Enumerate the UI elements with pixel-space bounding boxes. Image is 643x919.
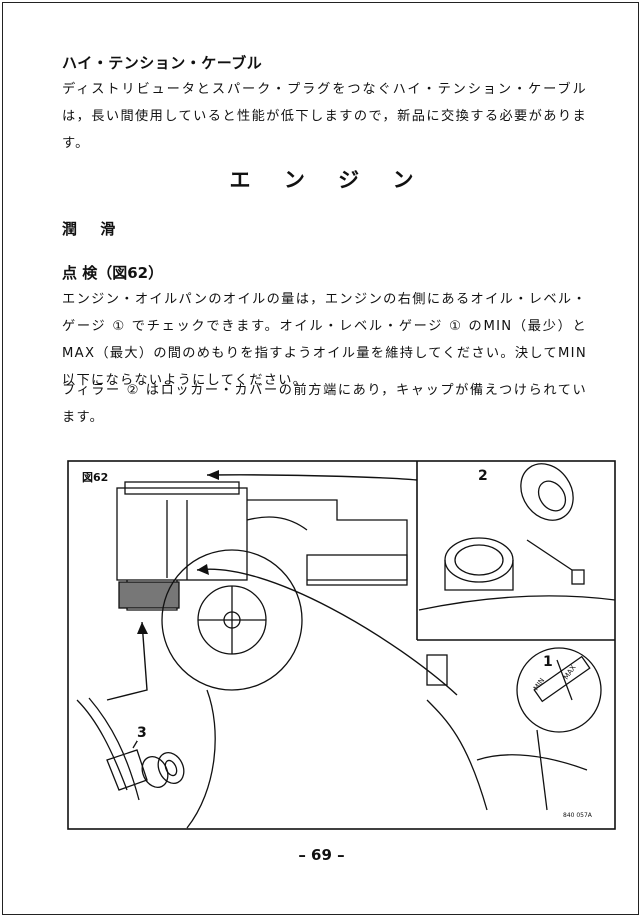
dipstick-min-text: MIN xyxy=(532,677,546,693)
callout-dipstick: 1 xyxy=(543,654,553,670)
figure-code: 840 057A xyxy=(563,812,592,819)
section-heading: ハイ・テンション・ケーブル xyxy=(62,54,263,72)
callout-filler: 2 xyxy=(478,468,488,484)
dipstick-illustration xyxy=(426,647,602,811)
filler-cap-illustration xyxy=(418,463,616,611)
pointer-lines xyxy=(106,474,458,701)
arrow-head-mid xyxy=(197,564,209,575)
engine-figure: MIN MAX xyxy=(67,460,616,830)
page-number: – 69 – xyxy=(298,846,345,864)
figure-frame xyxy=(67,460,616,830)
subheading-lubrication: 潤 滑 xyxy=(62,220,116,238)
callout-drain-plug: 3 xyxy=(137,725,147,741)
chapter-title: エ ン ジ ン xyxy=(229,168,414,192)
subheading-inspection: 点 検（図62） xyxy=(62,264,164,282)
paragraph-inspection: エンジン・オイルパンのオイルの量は，エンジンの右側にあるオイル・レベル・ゲージ … xyxy=(62,292,587,388)
arrow-head-oilpan xyxy=(137,622,148,634)
arrow-head-top xyxy=(207,470,219,480)
paragraph-high-tension: ディストリビュータとスパーク・プラグをつなぐハイ・テンション・ケーブルは，長い間… xyxy=(62,82,587,151)
engine-illustration xyxy=(116,481,408,691)
figure-label: 図62 xyxy=(80,469,111,485)
drain-plug-illustration xyxy=(76,689,216,829)
paragraph-filler: フィラー ② はロッカー・カバーの前方端にあり，キャップが備えつけられています。 xyxy=(62,383,587,425)
